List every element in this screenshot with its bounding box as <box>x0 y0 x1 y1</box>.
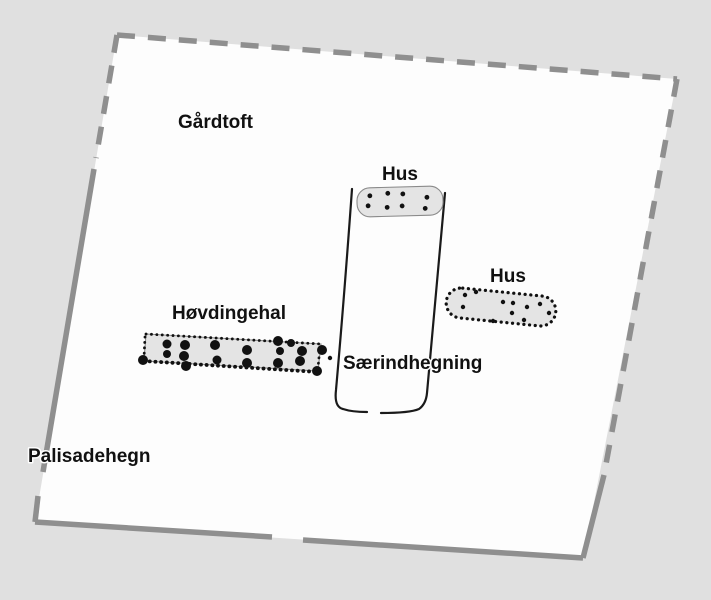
hovdingehal-wall-dots-west <box>142 335 147 360</box>
saerindhegning-fence-west <box>334 187 369 414</box>
hus-north-floor <box>356 185 444 218</box>
hus-north-postholes <box>365 190 430 211</box>
palisade-bottom-edge-west <box>34 519 273 540</box>
hovdingehal-postholes <box>138 336 333 376</box>
palisade-right-edge-upper <box>601 78 680 476</box>
palisade-top-edge <box>116 32 678 82</box>
hovdingehal-building <box>138 332 333 376</box>
hus-east-wall-dots <box>444 286 558 328</box>
label-palisadehegn: Palisadehegn <box>28 446 151 467</box>
hus-north-building <box>356 185 444 218</box>
palisade-solid-fence <box>32 168 607 561</box>
palisade-left-edge-solid <box>40 168 97 473</box>
hovdingehal-wall-dots-bottom <box>142 359 320 374</box>
label-gaardtoft: Gårdtoft <box>178 112 254 133</box>
palisade-left-corner-piece <box>32 495 41 523</box>
label-hus-east: Hus <box>490 266 526 287</box>
palisade-bottom-edge-east <box>302 537 584 561</box>
label-hus-north: Hus <box>382 164 418 185</box>
label-saerindhegning: Særindhegning <box>343 353 482 374</box>
palisade-dashed-fence <box>93 32 680 476</box>
hus-east-building <box>444 286 558 328</box>
gaardtoft-area <box>35 35 677 558</box>
saerindhegning-fence-east <box>379 191 447 415</box>
hus-east-postholes <box>460 289 552 324</box>
label-hovdingehal: Høvdingehal <box>172 303 286 324</box>
saerindhegning-fence <box>334 187 447 415</box>
palisade-right-edge-solid <box>580 474 607 559</box>
palisade-left-edge-upper <box>93 34 120 159</box>
hovdingehal-wall-dots-east <box>316 345 322 370</box>
hus-east-floor <box>446 288 556 326</box>
